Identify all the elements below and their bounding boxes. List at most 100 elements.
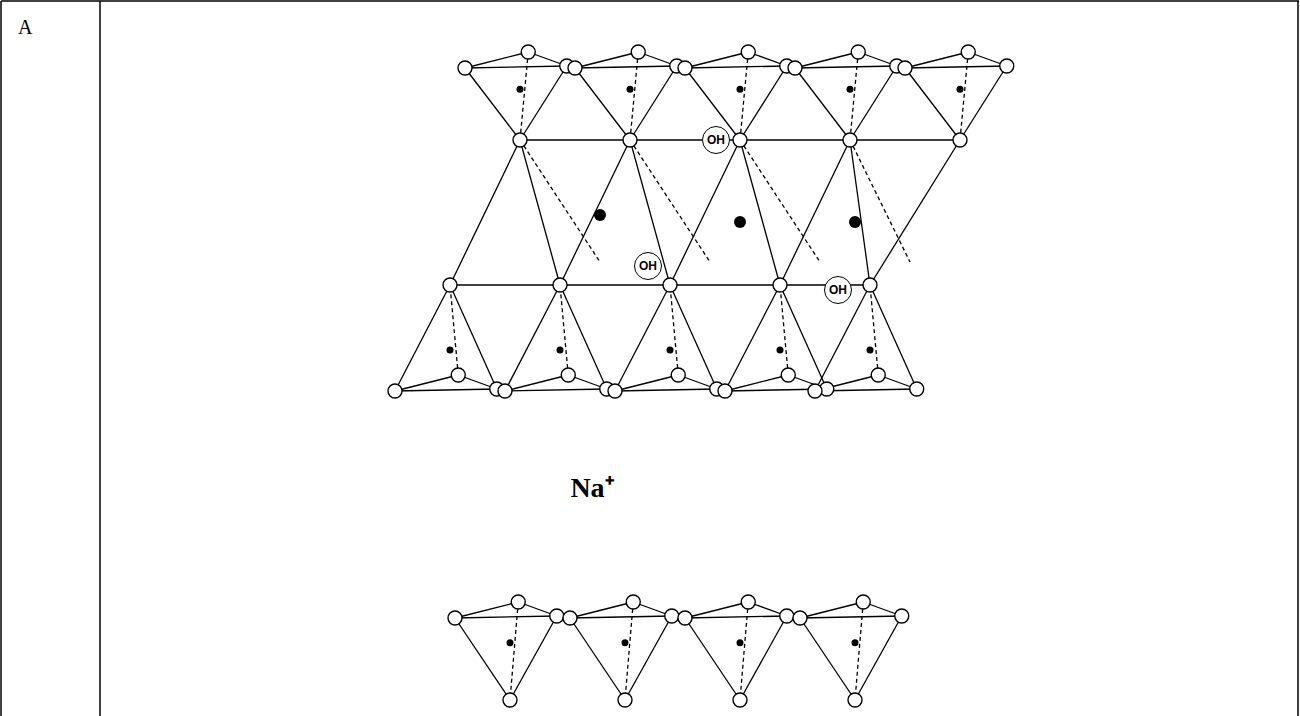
cation-dot [594,209,606,221]
hydroxyl-circle: OH [824,276,852,304]
polyhedron-edge [670,285,717,389]
polyhedron-edge [795,68,850,140]
oxygen-atom [553,278,567,292]
oxygen-atom [781,368,795,382]
cation-dot [737,639,744,646]
hydroxyl-label: OH [707,134,725,146]
polyhedron-edge [615,389,717,391]
oxygen-atom [733,693,747,707]
polyhedron-edge [615,285,670,391]
ion-label: Na⁺ [567,473,616,504]
hidden-edge [630,52,638,140]
oxygen-atom [623,133,637,147]
polyhedron-edge [505,285,560,391]
cation-dot [557,347,564,354]
hidden-edge [740,140,820,262]
oxygen-atom [856,595,870,609]
hidden-edge [740,602,748,700]
polyhedron-edge [905,52,968,68]
polyhedron-edge [685,618,740,700]
polyhedron-edge [685,66,787,68]
hidden-edge [625,602,633,700]
oxygen-atom [741,595,755,609]
oxygen-atom [733,133,747,147]
hidden-edge [855,602,863,700]
polyhedron-edge [780,140,850,285]
polyhedron-edge [850,66,897,140]
polyhedron-edge [560,140,630,285]
polyhedron-edge [570,602,633,618]
polyhedron-edge [905,68,960,140]
polyhedron-edge [520,66,567,140]
cation-dot [957,86,964,93]
hidden-edge [870,285,878,375]
oxygen-atom [665,609,679,623]
polyhedron-edge [670,284,780,285]
table-rule [99,1,101,716]
polyhedron-edge [870,285,917,389]
oxygen-atom [961,45,975,59]
oxygen-atom [568,61,582,75]
oxygen-atom [513,133,527,147]
polyhedron-edge [780,285,827,389]
oxygen-atom [741,45,755,59]
polyhedron-edge [630,66,677,140]
polyhedron-edge [455,616,557,618]
oxygen-atom [808,384,822,398]
oxygen-atom [618,693,632,707]
oxygen-atom [451,368,465,382]
oxygen-atom [671,368,685,382]
cation-dots [447,86,964,647]
polyhedron-edge [800,618,855,700]
polyhedron-edge [505,375,568,391]
oxygen-atoms [388,45,1014,707]
oxygen-atom [626,595,640,609]
hydroxyl-circle: OH [634,252,662,280]
hidden-edge [560,285,568,375]
polyhedron-edge [685,602,748,618]
oxygen-atom [793,611,807,625]
polyhedron-edge [560,284,670,285]
cation-dot [734,216,746,228]
polyhedron-edge [800,616,902,618]
polyhedron-edge [450,284,560,285]
cation-dot [627,86,634,93]
polyhedron-edge [685,52,748,68]
cation-dot [737,86,744,93]
polyhedron-edge [725,285,780,391]
cation-dot [667,347,674,354]
table-rule [1297,1,1299,716]
polyhedron-edge [465,52,528,68]
polyhedron-edge [510,616,557,700]
polyhedron-edge [395,389,497,391]
polyhedron-edge [450,140,520,285]
polyhedron-edge [560,285,607,389]
hidden-edge [850,140,910,262]
oxygen-atom [898,61,912,75]
table-rule [0,1,2,716]
oxygen-atom [910,382,924,396]
oxygen-atom [563,611,577,625]
cation-dot [447,347,454,354]
hidden-edge [510,602,518,700]
polyhedron-edge [725,375,788,391]
hidden-edge [630,140,710,262]
table-rule [1,0,1299,2]
cation-dot [847,86,854,93]
polyhedron-edge [465,66,567,68]
cation-dot [507,639,514,646]
cation-dot [777,347,784,354]
polyhedron-edge [795,52,858,68]
polyhedron-edge [740,616,787,700]
polyhedron-edge [455,602,518,618]
hidden-edge [450,285,458,375]
oxygen-atom [678,61,692,75]
oxygen-atom [458,61,472,75]
oxygen-atom [503,693,517,707]
oxygen-atom [448,611,462,625]
polyhedron-edge [740,66,787,140]
oxygen-atom [443,278,457,292]
